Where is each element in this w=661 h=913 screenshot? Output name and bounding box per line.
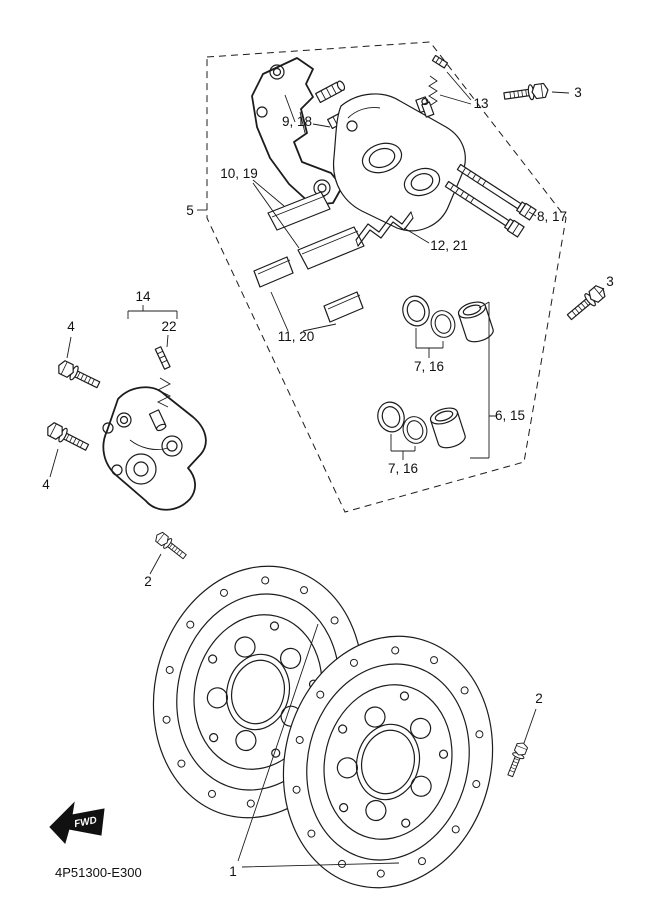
leader-lines [49, 71, 605, 868]
piston-lower [427, 404, 468, 452]
callout-bracket-bolt-lower: 4 [42, 477, 50, 492]
callout-bolt-right: 3 [606, 274, 614, 289]
diagram-code: 4P51300-E300 [55, 865, 142, 880]
assembly-boundary [206, 41, 567, 513]
fwd-arrow: FWD [49, 801, 105, 844]
disc-bolt-left [152, 529, 189, 562]
caliper-bracket [251, 57, 343, 206]
callout-pad-shims: 11, 20 [278, 329, 315, 344]
caliper-body [332, 93, 466, 232]
bracket-bolt-upper [54, 358, 103, 393]
callout-pad-spring: 12, 21 [430, 238, 468, 253]
callout-seals-upper: 7, 16 [414, 359, 444, 374]
callout-bleeder-spring: 22 [161, 319, 176, 334]
callout-pad-pins: 8, 17 [537, 209, 567, 224]
bracket-bolt-lower [43, 420, 92, 455]
callout-bleed-screw: 13 [473, 96, 488, 111]
mount-bracket [102, 386, 207, 511]
pad-pins [444, 163, 537, 238]
callout-slide-pins: 9, 18 [282, 114, 312, 129]
callout-seals-lower: 7, 16 [388, 461, 418, 476]
bleeder-set [148, 346, 172, 432]
piston-seals-upper [398, 292, 459, 341]
pad-spring [355, 211, 414, 247]
fwd-label: FWD [73, 815, 97, 830]
callout-piston-set: 6, 15 [495, 408, 525, 423]
disc-bolt-right [504, 740, 530, 779]
callout-bolt-top-right: 3 [574, 85, 582, 100]
caliper-bolt-right [564, 282, 609, 324]
callout-bracket-bolt-upper: 4 [67, 319, 75, 334]
pad-shims [253, 256, 364, 323]
caliper-bolt-top [502, 81, 550, 105]
callout-bleeder-group: 14 [135, 289, 151, 304]
callout-disc-bolt-right: 2 [535, 691, 543, 706]
piston-seals-lower [373, 398, 431, 447]
bleed-screw-parts [421, 54, 449, 118]
callout-brake-pads: 10, 19 [220, 166, 258, 181]
callout-brake-discs: 1 [229, 864, 237, 879]
brake-pads [267, 191, 365, 270]
callout-disc-bolt-left: 2 [144, 574, 152, 589]
callout-caliper-assembly: 5 [186, 203, 194, 218]
